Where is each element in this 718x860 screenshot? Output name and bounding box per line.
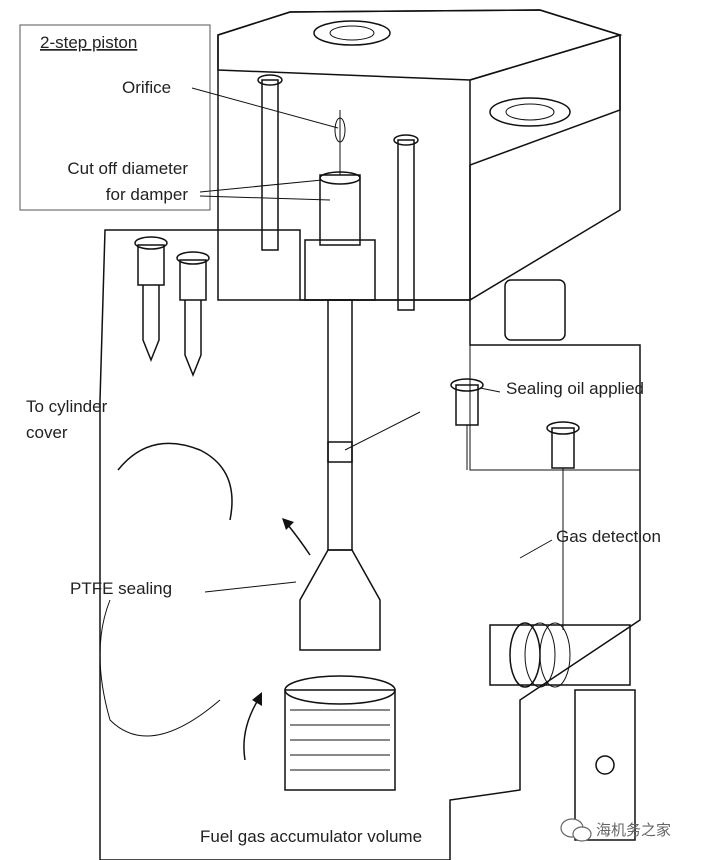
wechat-bubble-icon [560,818,592,842]
inset-box [19,24,211,211]
bolts [134,74,580,630]
label-cutoff-line2: for damper [106,185,189,204]
leader-lines [191,87,553,593]
label-fuel-gas-accumulator: Fuel gas accumulator volume [200,827,422,846]
watermark-text: 海机务之家 [596,821,671,839]
inset-title: 2-step piston [40,33,137,52]
label-to-cylinder-line1: To cylinder [26,397,108,416]
side-fitting [489,622,636,841]
label-gas-detection: Gas detection [556,527,661,546]
label-to-cylinder-line2: cover [26,423,68,442]
label-ptfe-sealing: PTFE sealing [70,579,172,598]
label-cutoff-line1: Cut off diameter [67,159,188,178]
fuel-gas-accumulator [284,675,396,791]
central-spindle [299,110,381,651]
label-sealing-oil: Sealing oil applied [506,379,644,398]
label-orifice: Orifice [122,78,171,97]
flow-arrows [243,518,311,761]
